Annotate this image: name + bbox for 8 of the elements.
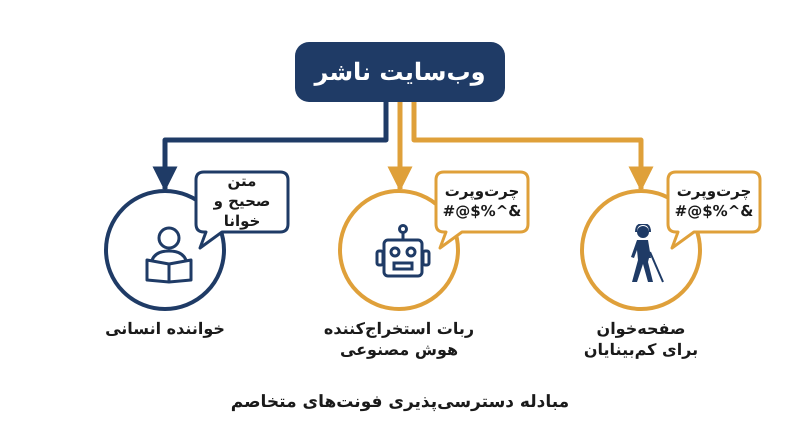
arrow (388, 102, 412, 192)
node-label: صفحه‌خوان برای کم‌بینایان (582, 318, 700, 360)
arrow (412, 102, 654, 192)
caption: مبادله دسترسی‌پذیری فونت‌های متخاصم (230, 392, 570, 412)
website-box: وب‌سایت ناشر (295, 42, 505, 102)
node-label: ربات استخراج‌کننده هوش مصنوعی (322, 318, 476, 360)
node-label: خواننده انسانی (104, 318, 226, 339)
arrow (152, 102, 388, 192)
